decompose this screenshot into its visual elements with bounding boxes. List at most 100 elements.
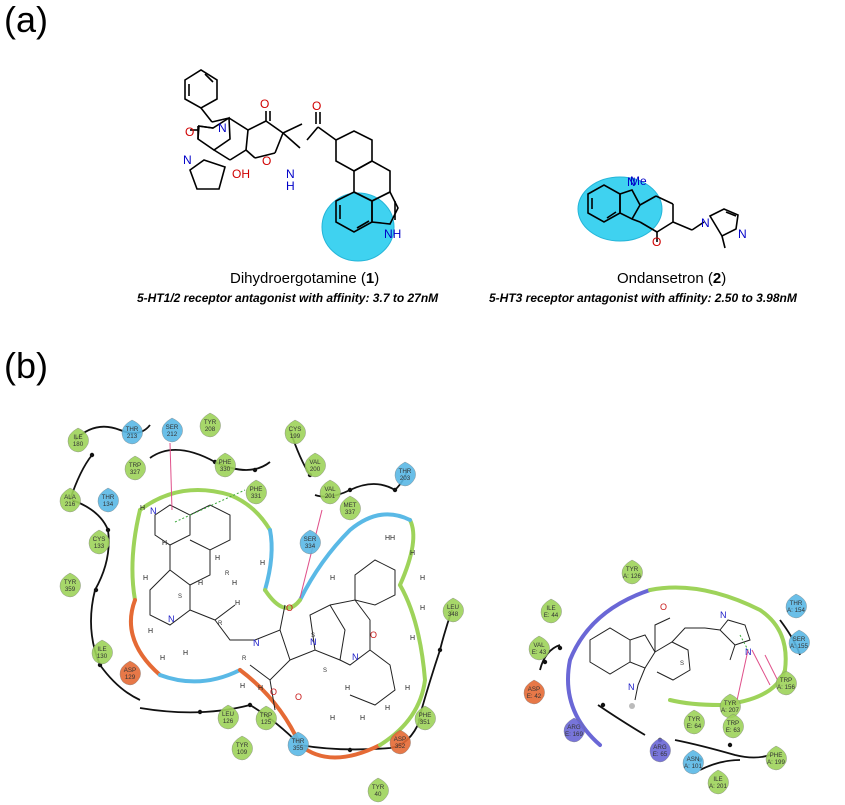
residue-shape — [231, 735, 253, 761]
residue-number: 337 — [345, 509, 356, 516]
hydrogen-label: H — [410, 550, 415, 557]
residue-shape — [414, 705, 436, 731]
hydrogen-label: H — [345, 685, 350, 692]
residue-number: A: 155 — [790, 643, 808, 650]
atom-label: N — [253, 638, 260, 648]
backbone-dot — [197, 709, 203, 715]
hydrogen-label: H — [360, 715, 365, 722]
pocket-segment — [158, 668, 242, 684]
ligand-bond — [704, 619, 751, 646]
residue-shape — [765, 745, 787, 771]
residue-number: 133 — [94, 543, 105, 550]
compound2-label: Ondansetron (2) — [617, 270, 727, 287]
residue-number: 330 — [220, 466, 231, 473]
residue-shape — [59, 572, 81, 598]
residue-shape — [788, 629, 810, 655]
residue-shape — [299, 529, 321, 555]
stereo-label: S — [178, 594, 182, 600]
hydrogen-label: H — [198, 580, 203, 587]
residue-number: A: 156 — [777, 684, 795, 691]
residue-number: 126 — [223, 718, 234, 725]
residue-shape — [528, 635, 550, 661]
residue-name: SER — [793, 636, 806, 643]
residue-shape — [97, 487, 119, 513]
ligand-bond — [289, 604, 346, 661]
residue-name: ALA — [64, 494, 77, 501]
ligand-bond — [149, 569, 191, 626]
hydrogen-label: H — [240, 683, 245, 690]
residue-name: ASN — [687, 756, 700, 763]
ligand-bond — [654, 617, 671, 652]
hydrogen-label: H — [148, 628, 153, 635]
backbone-dot — [252, 467, 258, 473]
residue-shape — [161, 417, 183, 443]
residue-number: 359 — [65, 586, 76, 593]
residue-name: CYS — [289, 426, 302, 433]
pocket-segment — [398, 518, 416, 587]
ligand-bond — [629, 634, 656, 669]
residue-name: TYR — [626, 566, 639, 573]
residue-shape — [785, 593, 807, 619]
residue-number: 208 — [205, 426, 216, 433]
residue-shape — [217, 704, 239, 730]
atom-h: H — [286, 179, 295, 193]
hydrogen-label: H — [330, 575, 335, 582]
residue-shape — [255, 705, 277, 731]
hydrogen-label: H — [232, 580, 237, 587]
stereo-label: R — [242, 656, 247, 662]
stereo-label: S — [323, 668, 327, 674]
dihydroergotamine-atoms: O N N O O OH N H O NH — [183, 97, 401, 241]
atom-n: N — [183, 153, 192, 167]
ligand-bond — [349, 649, 396, 706]
residue-number: E: 43 — [532, 649, 547, 656]
hydrogen-label: H — [405, 685, 410, 692]
residue-number: 213 — [127, 433, 138, 440]
residue-shape — [119, 660, 141, 686]
residue-number: 199 — [290, 433, 301, 440]
backbone-dot — [600, 702, 606, 708]
residue-shape — [394, 461, 416, 487]
backbone-dot — [347, 747, 353, 753]
compound1-number: 1 — [365, 270, 375, 287]
residue-name: TRP — [260, 712, 272, 719]
hydrogen-label: H — [143, 575, 148, 582]
residue-shape — [442, 597, 464, 623]
residue-name: ILE — [73, 434, 82, 441]
pi-cation-line — [739, 634, 749, 651]
atom-oh: OH — [232, 167, 250, 181]
ondansetron-atoms: N Me O N N — [627, 174, 747, 249]
interaction-lines — [169, 442, 781, 709]
ligand-bond — [354, 559, 396, 606]
ligand-bond — [634, 667, 646, 701]
atom-label: N — [168, 614, 175, 624]
residue-number: 327 — [130, 469, 141, 476]
residue-shape — [621, 559, 643, 585]
residue-name: SER — [304, 536, 317, 543]
backbone-segment — [149, 449, 271, 471]
compound1-label: Dihydroergotamine (1) — [230, 270, 380, 287]
hydrogen-label: H — [390, 535, 395, 542]
residue-name: ARG — [653, 744, 667, 751]
ligand-bond — [269, 679, 276, 711]
atom-label: O — [370, 630, 377, 640]
backbone-dot — [347, 487, 353, 493]
residue-number: 200 — [310, 466, 321, 473]
atom-o: O — [185, 125, 194, 139]
atom-nh: NH — [384, 227, 401, 241]
